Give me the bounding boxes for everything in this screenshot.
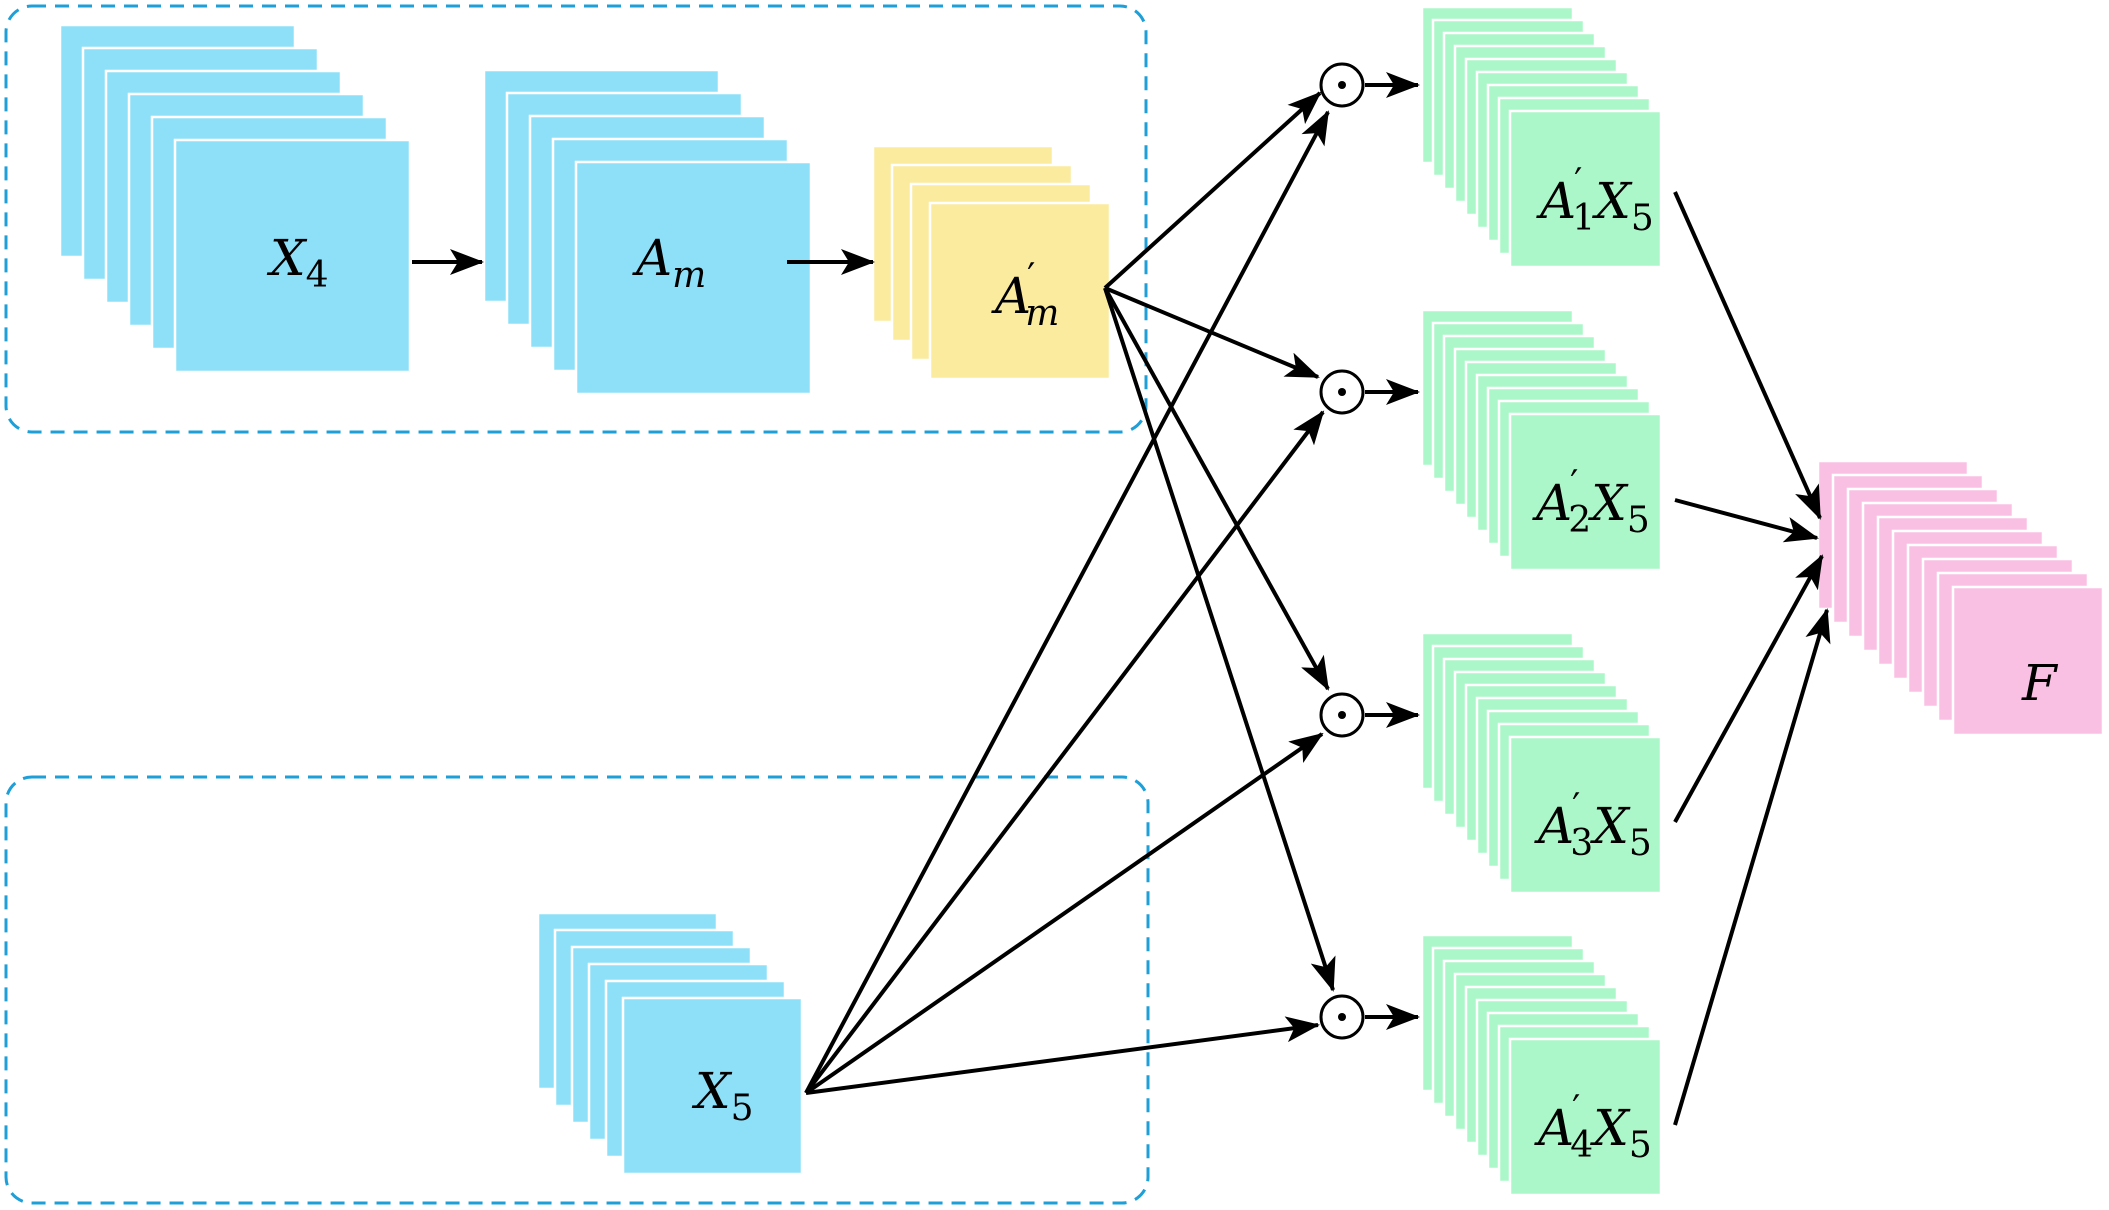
arrow-am-prime-to-odot-3 [1103, 287, 1330, 691]
stack-am-prime-frame [928, 201, 1112, 381]
arrow-product-1-to-f [1673, 191, 1822, 520]
odot-operator-3 [1319, 692, 1365, 738]
stack-x5 [536, 911, 804, 1176]
arrow-am-prime-to-odot-4 [1103, 287, 1336, 992]
label-product-2: A′2X5 [1532, 464, 1650, 541]
stack-x4-frame [173, 138, 412, 374]
arrow-product-4-to-f [1673, 608, 1831, 1126]
stack-am-frame [574, 160, 813, 396]
arrow-x5-to-odot-1 [804, 110, 1330, 1094]
arrow-product-3-to-f [1673, 554, 1824, 823]
bottom-group-box [4, 775, 1150, 1205]
label-x5: X5 [691, 1062, 754, 1129]
arrow-x5-to-odot-4 [805, 1016, 1320, 1095]
stack-product-1-frame [1508, 109, 1663, 269]
stack-product-3-frame [1508, 735, 1663, 895]
stack-product-2 [1420, 308, 1663, 572]
odot-operator-1 [1319, 62, 1365, 108]
arrow-am-prime-to-odot-1 [1103, 91, 1322, 290]
stack-product-2-frame [1508, 412, 1663, 572]
stack-product-1 [1420, 5, 1663, 269]
top-group-box [4, 4, 1148, 434]
label-am: Am [632, 229, 706, 296]
stack-x5-frame [621, 996, 804, 1176]
odot-operator-2 [1319, 369, 1365, 415]
stack-am [482, 68, 813, 396]
stack-f [1816, 459, 2105, 737]
label-product-4: A′4X5 [1534, 1089, 1652, 1166]
stack-product-3 [1420, 631, 1663, 895]
stack-product-4-frame [1508, 1037, 1663, 1197]
label-x4: X4 [266, 229, 329, 296]
odot-operator-4 [1319, 994, 1365, 1040]
arrow-x5-to-odot-3 [804, 732, 1324, 1095]
label-product-1: A′1X5 [1536, 162, 1654, 239]
label-f: F [2021, 654, 2059, 712]
label-product-3: A′3X5 [1534, 787, 1652, 864]
stack-f-frame [1951, 585, 2105, 737]
arrow-x5-to-odot-2 [804, 410, 1325, 1095]
arrow-product-2-to-f [1674, 498, 1819, 543]
arrows [412, 72, 1831, 1126]
label-am-prime: A′m [991, 257, 1059, 334]
stack-x4 [58, 23, 412, 374]
stack-am-prime [871, 144, 1112, 381]
stack-product-4 [1420, 933, 1663, 1197]
